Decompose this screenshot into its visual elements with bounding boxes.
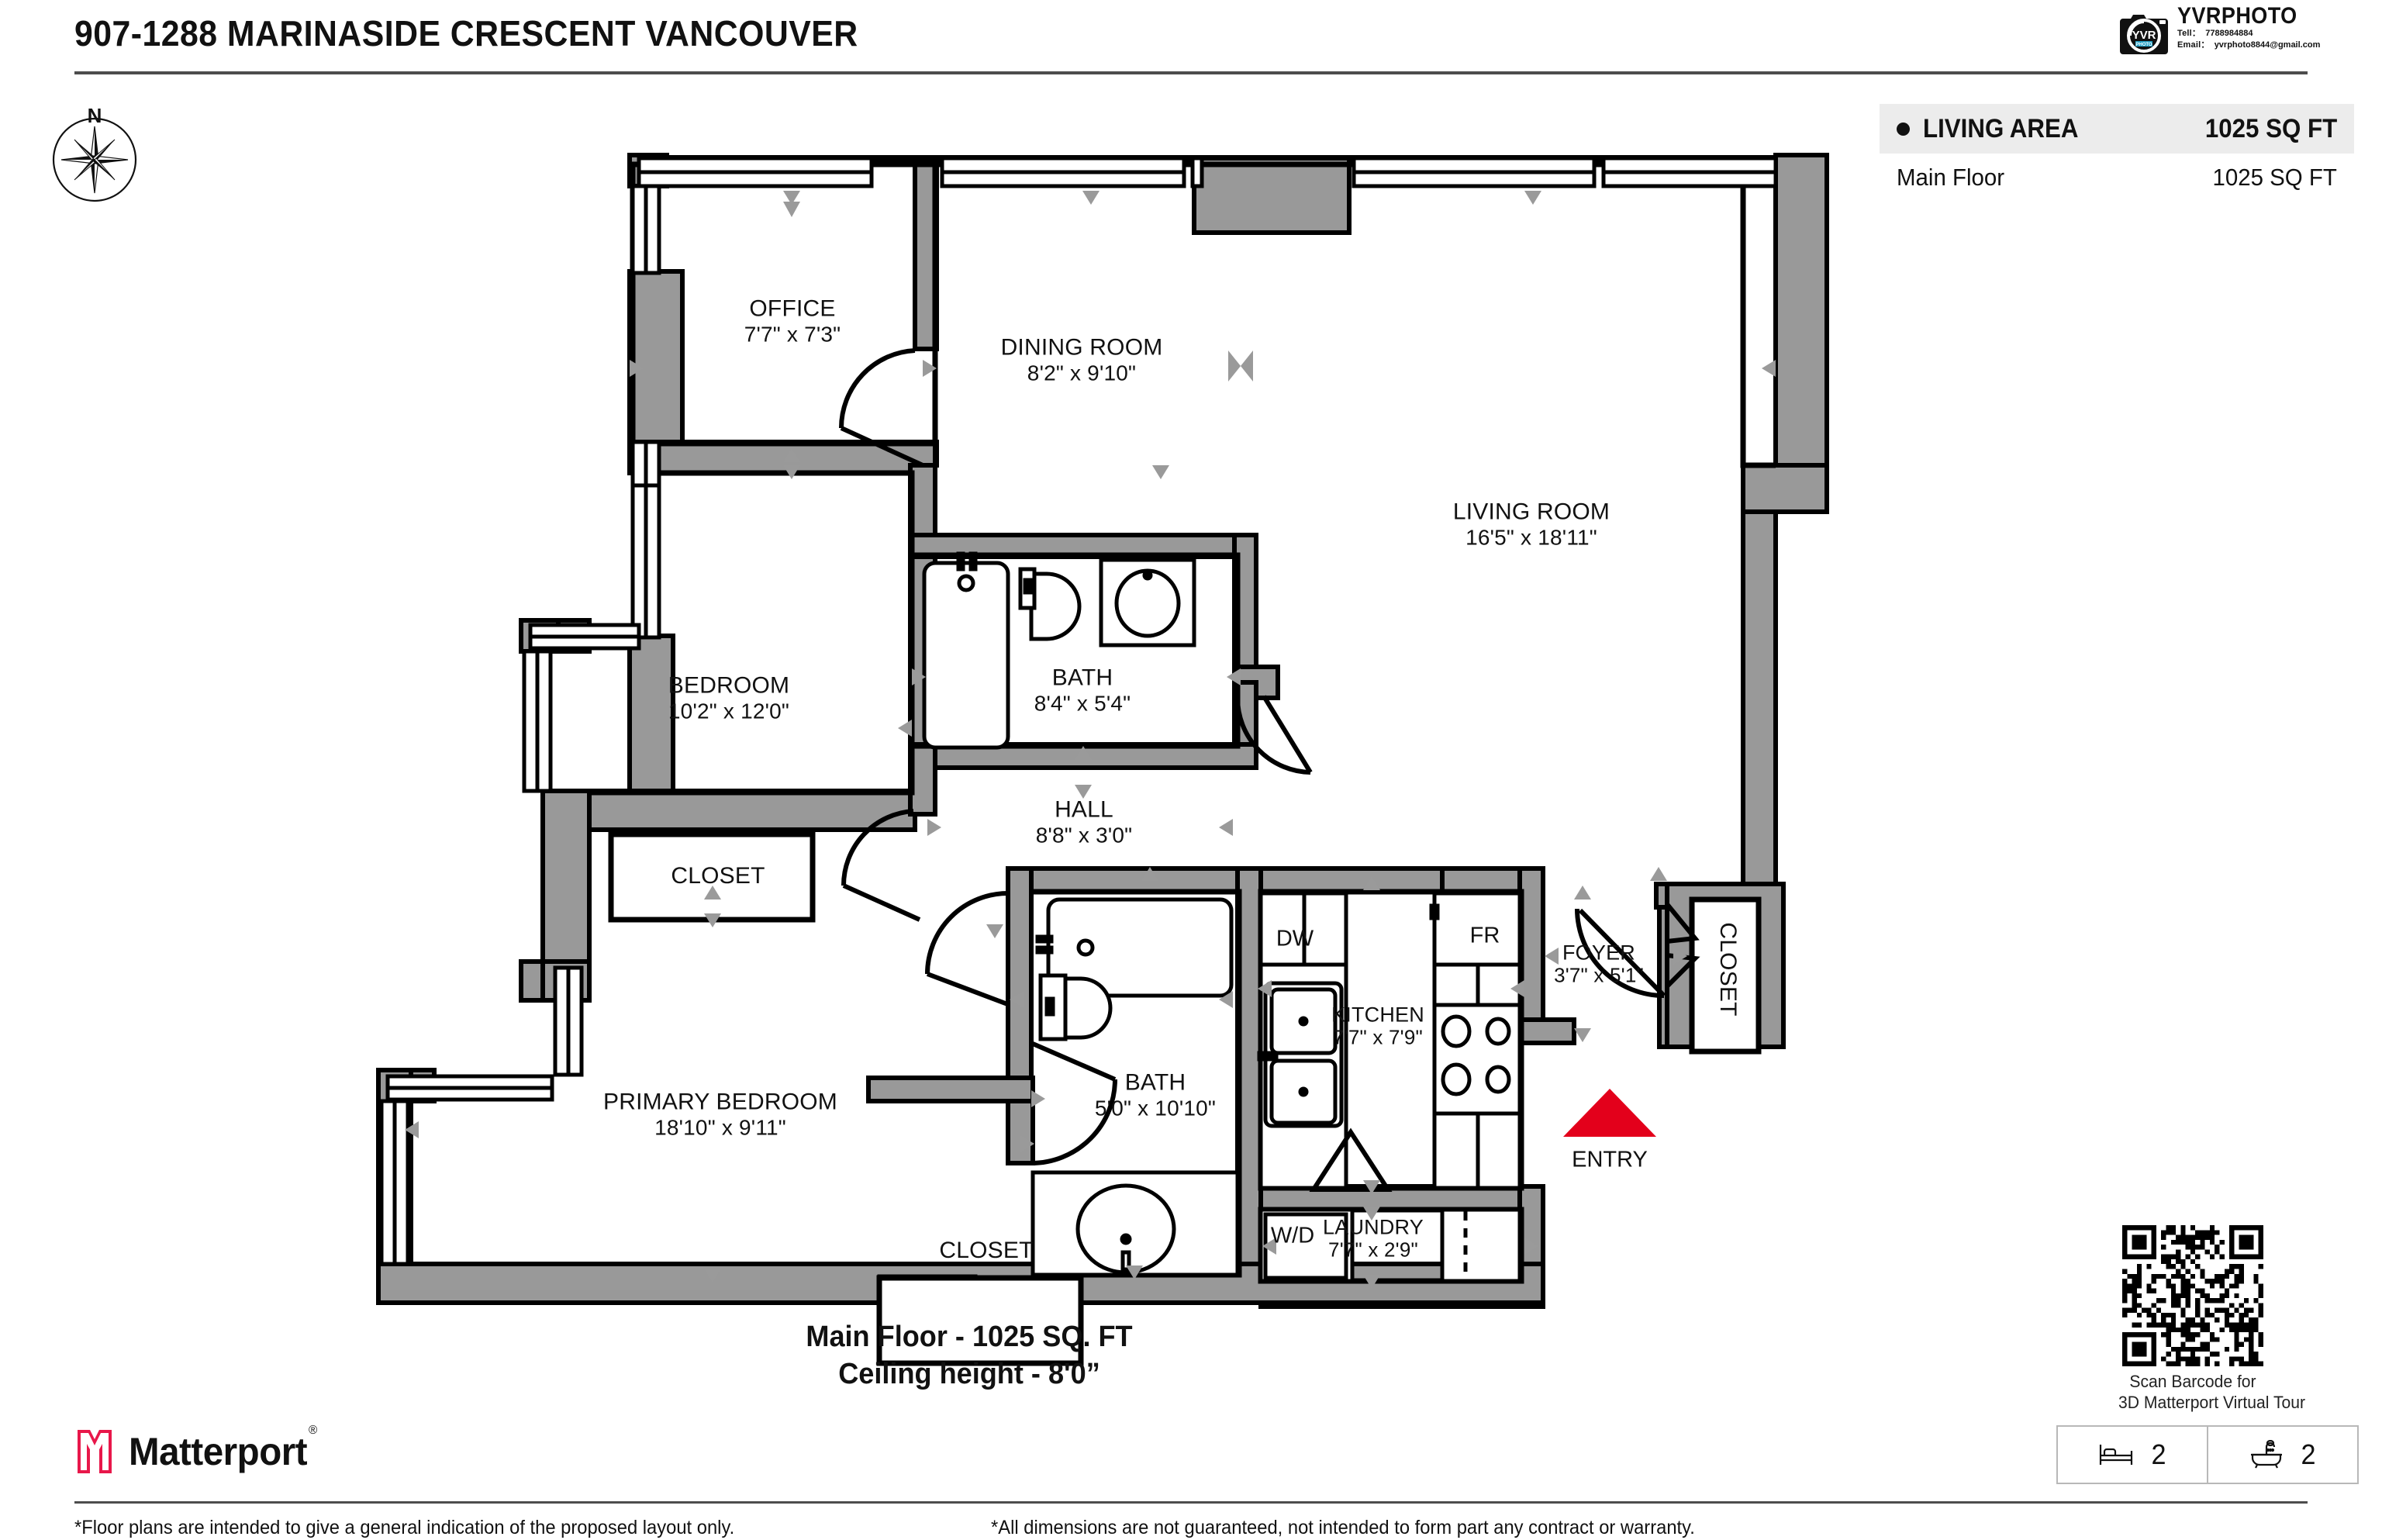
- room-label-hall: HALL 8'8" x 3'0": [1036, 797, 1133, 848]
- yvrphoto-logo: YVR PHOTO YVRPHOTO Tell： 7788984884 Emai…: [2120, 5, 2353, 64]
- room-name: KITCHEN: [1331, 1003, 1424, 1027]
- registered-mark: ®: [309, 1424, 317, 1438]
- room-dimensions: 8'2" x 9'10": [1027, 361, 1137, 385]
- living-area-legend: LIVING AREA 1025 SQ FT Main Floor 1025 S…: [1880, 104, 2354, 203]
- room-label-bedroom: BEDROOM 10'2" x 12'0": [668, 673, 789, 723]
- room-name: LAUNDRY: [1323, 1215, 1424, 1239]
- main-floor-value: 1025 SQ FT: [2212, 164, 2337, 191]
- closet-name: CLOSET: [939, 1238, 1034, 1264]
- appliance-label-washer-dryer: W/D: [1270, 1223, 1315, 1248]
- room-dimensions: 8'4" x 5'4": [1034, 691, 1131, 716]
- room-name: BATH: [1124, 1069, 1186, 1096]
- bed-icon: [2099, 1445, 2133, 1465]
- compass-north-label: N: [88, 104, 102, 127]
- bathtub-icon: [2250, 1440, 2282, 1469]
- room-dimensions: 5'0" x 10'10": [1094, 1096, 1217, 1120]
- room-name: DINING ROOM: [1000, 334, 1163, 361]
- room-label-office: OFFICE 7'7" x 7'3": [744, 296, 841, 347]
- room-name: OFFICE: [749, 295, 836, 322]
- logo-phone-value: 7788984884: [2205, 29, 2253, 38]
- closet-name: CLOSET: [671, 863, 765, 889]
- room-name: BEDROOM: [668, 672, 790, 699]
- svg-text:PHOTO: PHOTO: [2135, 43, 2152, 47]
- closet-boxes: [608, 831, 1762, 1366]
- qr-caption: Scan Barcode for 3D Matterport Virtual T…: [2118, 1371, 2306, 1413]
- room-name: HALL: [1055, 796, 1113, 823]
- room-label-living-room: LIVING ROOM 16'5" x 18'11": [1453, 499, 1610, 550]
- closet-label-bedroom: CLOSET: [671, 863, 765, 889]
- appliance-label-fridge: FR: [1469, 923, 1500, 948]
- bathroom-count-cell: 2: [2207, 1427, 2357, 1483]
- bed-bath-summary: 2 2: [2056, 1425, 2359, 1484]
- bullet-icon: [1897, 122, 1910, 136]
- floor-summary: Main Floor - 1025 SQ. FT Ceiling height …: [778, 1318, 1161, 1393]
- room-dimensions: 3'7" x 5'1": [1554, 963, 1644, 987]
- floor-summary-line-2: Ceiling height - 8'0”: [838, 1358, 1100, 1390]
- room-name: BATH: [1051, 665, 1113, 691]
- compass-rose-icon: N: [52, 104, 137, 202]
- logo-email-label: Email：: [2177, 40, 2210, 50]
- page-title: 907-1288 MARINASIDE CRESCENT VANCOUVER: [74, 13, 858, 54]
- opening-marker: [1228, 350, 1253, 382]
- logo-email-value: yvrphoto8844@gmail.com: [2214, 40, 2321, 50]
- room-label-kitchen: KITCHEN 7'7" x 7'9": [1331, 1003, 1424, 1048]
- room-name: LIVING ROOM: [1452, 499, 1610, 525]
- entry-arrow-icon: [1563, 1089, 1656, 1137]
- svg-text:YVR: YVR: [2132, 29, 2156, 42]
- wall-outlines: [376, 153, 1829, 1309]
- room-label-bath-primary: BATH 5'0" x 10'10": [1095, 1070, 1216, 1120]
- appliance-label-dishwasher: DW: [1276, 926, 1314, 951]
- closet-label-foyer: CLOSET: [1714, 922, 1741, 1016]
- bath-primary-fixtures: [1030, 897, 1240, 1277]
- room-dimensions: 8'8" x 3'0": [1035, 823, 1133, 848]
- header-divider: [74, 71, 2308, 74]
- entry-label: ENTRY: [1572, 1147, 1648, 1172]
- matterport-logo: Matterport®: [74, 1424, 326, 1475]
- room-label-foyer: FOYER 3'7" x 5'1": [1554, 941, 1644, 986]
- qr-caption-line-1: Scan Barcode for: [2129, 1372, 2256, 1391]
- logo-email-line: Email： yvrphoto8844@gmail.com: [2177, 40, 2356, 51]
- logo-phone-line: Tell： 7788984884: [2177, 28, 2356, 40]
- bedroom-count-cell: 2: [2058, 1427, 2207, 1483]
- living-area-value: 1025 SQ FT: [2204, 113, 2337, 143]
- kitchen-fixtures: [1257, 891, 1522, 1190]
- room-name: PRIMARY BEDROOM: [603, 1089, 837, 1115]
- living-area-header-row: LIVING AREA 1025 SQ FT: [1880, 104, 2354, 154]
- footnote-left: *Floor plans are intended to give a gene…: [74, 1517, 735, 1538]
- room-label-bath-upper: BATH 8'4" x 5'4": [1034, 665, 1131, 716]
- main-floor-row: Main Floor 1025 SQ FT: [1880, 154, 2354, 202]
- matterport-word: Matterport: [129, 1430, 308, 1473]
- room-label-laundry: LAUNDRY 7'7" x 2'9": [1323, 1215, 1424, 1261]
- living-area-label: LIVING AREA: [1923, 113, 2079, 143]
- room-dimensions: 7'7" x 2'9": [1328, 1238, 1418, 1262]
- qr-caption-line-2: 3D Matterport Virtual Tour: [2118, 1393, 2306, 1412]
- main-floor-label: Main Floor: [1897, 164, 2005, 191]
- closet-label-primary: CLOSET: [939, 1238, 1033, 1264]
- bath-upper-fixtures: [922, 551, 1196, 750]
- room-dimensions: 16'5" x 18'11": [1465, 525, 1597, 550]
- closet-name: CLOSET: [1714, 922, 1741, 1017]
- room-label-dining-room: DINING ROOM 8'2" x 9'10": [1001, 335, 1163, 385]
- floor-summary-line-1: Main Floor - 1025 SQ. FT: [806, 1321, 1133, 1353]
- bedroom-count: 2: [2151, 1438, 2166, 1470]
- footnote-right: *All dimensions are not guaranteed, not …: [991, 1517, 1695, 1538]
- door-swings: [838, 348, 1700, 1192]
- camera-icon: YVR PHOTO: [2120, 15, 2168, 54]
- room-dimensions: 7'7" x 7'9": [1333, 1025, 1423, 1049]
- room-name: FOYER: [1562, 941, 1635, 965]
- matterport-mark-icon: [78, 1430, 112, 1473]
- room-dimensions: 18'10" x 9'11": [654, 1115, 786, 1140]
- room-dimensions: 7'7" x 7'3": [744, 322, 841, 347]
- room-label-primary-bedroom: PRIMARY BEDROOM 18'10" x 9'11": [603, 1089, 837, 1140]
- logo-brand-text: YVRPHOTO: [2177, 3, 2297, 29]
- qr-code-image[interactable]: [2122, 1225, 2263, 1366]
- view-direction-markers: [405, 191, 1776, 1289]
- footer-divider: [74, 1501, 2308, 1504]
- qr-code-block[interactable]: Scan Barcode for 3D Matterport Virtual T…: [2115, 1225, 2306, 1413]
- room-dimensions: 10'2" x 12'0": [668, 699, 790, 723]
- logo-phone-label: Tell：: [2177, 29, 2201, 38]
- bathroom-count: 2: [2301, 1438, 2316, 1470]
- window-symbols: [379, 156, 1778, 1305]
- matterport-wordmark: Matterport®: [129, 1424, 317, 1474]
